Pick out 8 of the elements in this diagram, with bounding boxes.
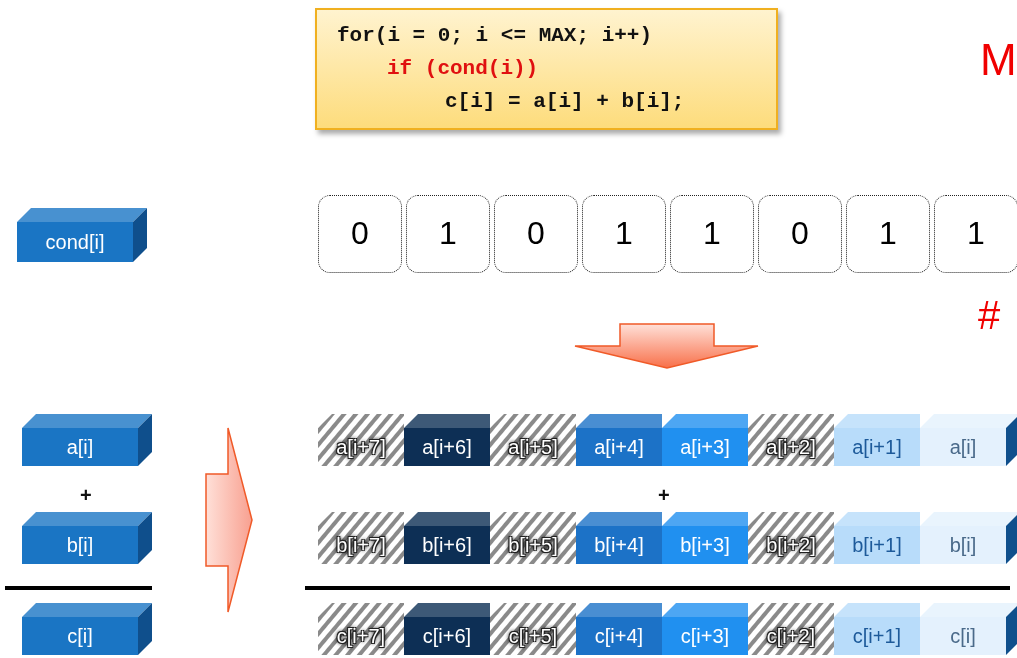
code-line: c[i] = a[i] + b[i];: [445, 89, 686, 115]
code-line: if (cond(i)): [387, 56, 540, 82]
heading-text: #: [978, 293, 1001, 338]
code-line: for(i = 0; i <= MAX; i++): [337, 23, 654, 49]
plus-sign: +: [658, 484, 670, 507]
heading-text: M: [980, 35, 1017, 85]
plus-sign: +: [80, 484, 92, 507]
code-box: [315, 8, 778, 130]
